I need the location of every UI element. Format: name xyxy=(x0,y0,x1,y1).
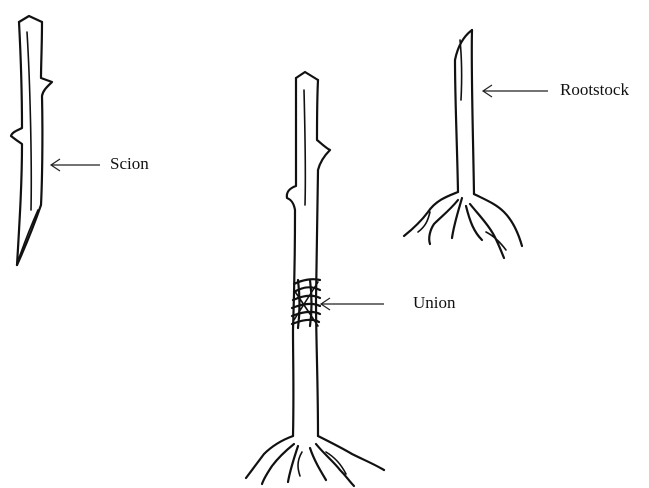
scion-label: Scion xyxy=(110,155,149,172)
grafted-plant-drawing xyxy=(246,72,384,486)
union-label: Union xyxy=(413,294,456,311)
union-arrow xyxy=(321,298,384,310)
union-wrap xyxy=(292,279,320,328)
rootstock-arrow xyxy=(483,85,548,97)
rootstock-label: Rootstock xyxy=(560,81,629,98)
rootstock-drawing xyxy=(404,30,522,258)
scion-drawing xyxy=(11,16,52,265)
scion-arrow xyxy=(51,159,100,171)
